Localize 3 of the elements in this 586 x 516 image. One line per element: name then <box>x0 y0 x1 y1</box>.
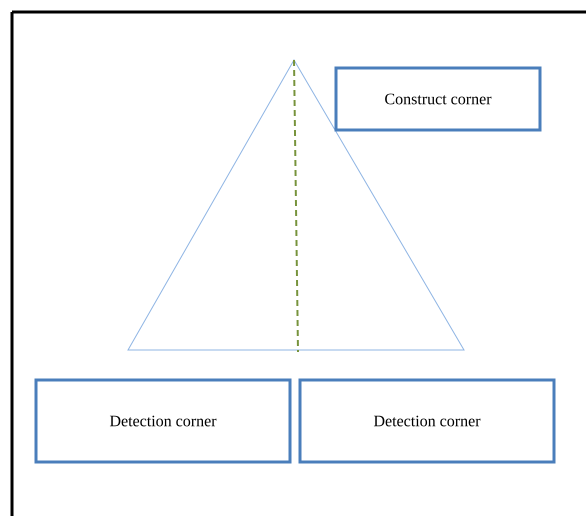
text-box: Construct corner <box>334 66 542 132</box>
text-box: Detection corner <box>298 378 556 464</box>
text-box: Detection corner <box>34 378 292 464</box>
